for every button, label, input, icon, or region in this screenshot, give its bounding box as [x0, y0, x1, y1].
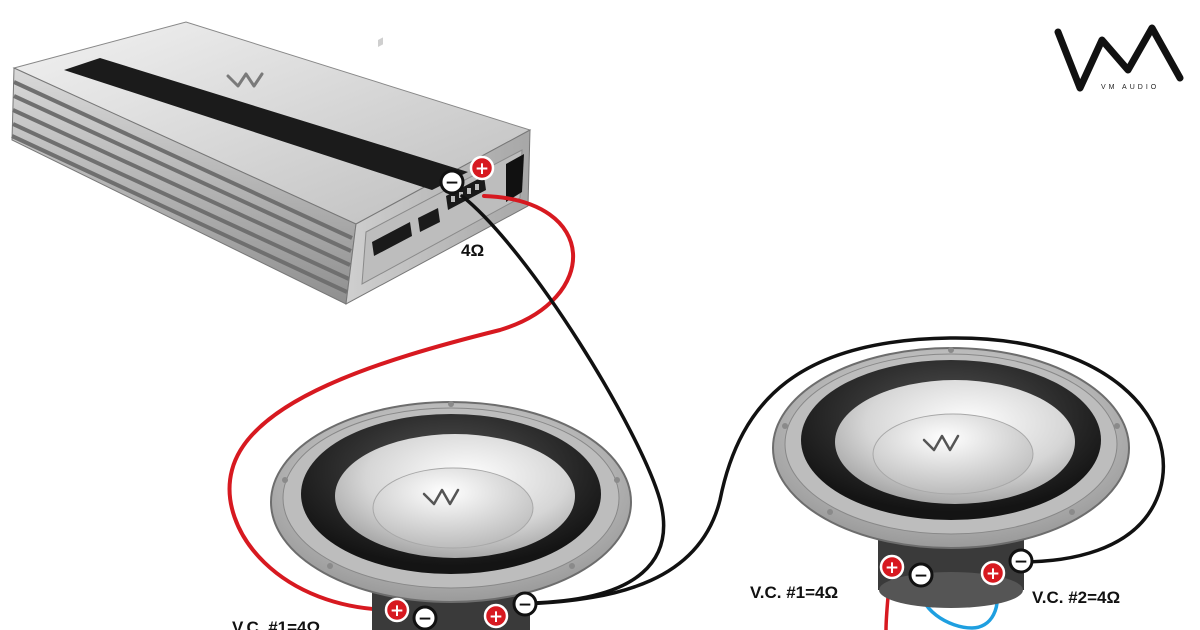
left-subwoofer-dustcap: [372, 467, 534, 549]
wire-amp-negative: [460, 194, 666, 605]
amp-positive-terminal: +: [469, 155, 495, 181]
wires: [227, 194, 1166, 630]
amplifier: [11, 21, 532, 305]
left-sub-vc2-negative-terminal: −: [512, 591, 538, 617]
right-sub-voice-coil-2-label: V.C. #2=4Ω: [1032, 588, 1121, 607]
right-sub-vc2-negative-terminal: −: [1008, 548, 1034, 574]
right-sub-vc1-negative-terminal: −: [908, 562, 934, 588]
left-subwoofer: [270, 401, 632, 630]
left-sub-vc1-positive-terminal-symbol: +: [390, 601, 404, 621]
right-sub-vc1-negative-terminal-symbol: −: [914, 566, 928, 586]
right-sub-voice-coil-1-label: V.C. #1=4Ω: [750, 583, 839, 602]
left-sub-vc1-positive-terminal: +: [384, 597, 410, 623]
right-sub-vc1-positive-terminal: +: [879, 554, 905, 580]
cooling-fins: [11, 80, 353, 294]
right-subwoofer: [772, 347, 1130, 608]
right-sub-vc2-positive-terminal-symbol: +: [986, 564, 1000, 584]
wire-amp-positive: [227, 194, 575, 612]
left-sub-vc2-positive-terminal: +: [483, 603, 509, 629]
left-sub-vc2-positive-terminal-symbol: +: [489, 607, 503, 627]
vm-audio-logo: [1054, 24, 1184, 92]
amplifier-logo: [226, 72, 264, 88]
left-sub-vc1-negative-terminal-symbol: −: [418, 609, 432, 629]
right-sub-vc2-negative-terminal-symbol: −: [1014, 552, 1028, 572]
right-subwoofer-dustcap: [872, 413, 1034, 495]
terminal-markers: −++−+−+−+−: [384, 155, 1034, 630]
amp-negative-terminal: −: [439, 169, 465, 195]
amp-positive-terminal-symbol: +: [475, 159, 489, 179]
logo-subtitle: VM AUDIO: [1101, 84, 1160, 91]
right-sub-vc2-positive-terminal: +: [980, 560, 1006, 586]
amplifier-impedance-label: 4Ω: [461, 241, 485, 260]
left-sub-voice-coil-label: V.C. #1=4Ω: [232, 618, 321, 630]
left-sub-vc2-negative-terminal-symbol: −: [518, 595, 532, 615]
wire-series-link: [523, 336, 1166, 606]
left-sub-vc1-negative-terminal: −: [412, 605, 438, 630]
amp-negative-terminal-symbol: −: [445, 173, 459, 193]
amplifier-top-stripe: [64, 58, 468, 190]
right-sub-vc1-positive-terminal-symbol: +: [885, 558, 899, 578]
amplifier-connectors: [372, 37, 524, 256]
